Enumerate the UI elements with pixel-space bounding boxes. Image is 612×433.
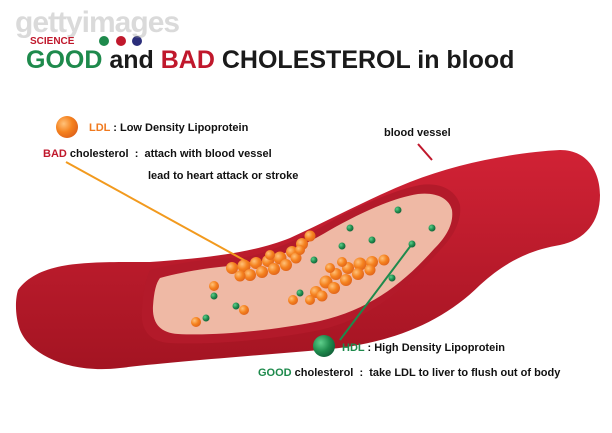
good-cholesterol-label: cholesterol: [291, 367, 354, 379]
bad-word: BAD: [43, 148, 67, 160]
bad-effect-2: lead to heart attack or stroke: [148, 170, 299, 182]
title-and: and: [102, 46, 161, 74]
ldl-pointer-line: [65, 161, 263, 271]
hdl-separator: :: [364, 342, 375, 354]
bad-cholesterol-label: cholesterol: [66, 148, 129, 160]
good-separator: :: [353, 367, 370, 379]
hdl-full-name: High Density Lipoprotein: [374, 342, 505, 354]
ldl-plaque-upper: [226, 230, 316, 282]
title-rest: CHOLESTEROL in blood: [214, 46, 515, 74]
free-ldl-particles: [191, 281, 298, 327]
ldl-separator: :: [110, 122, 120, 134]
bad-effect-1: attach with blood vessel: [144, 148, 272, 160]
watermark: gettyimages: [15, 6, 180, 39]
hdl-particles: [202, 206, 436, 322]
ldl-full-name: Low Density Lipoprotein: [119, 122, 249, 134]
title-bad: BAD: [160, 46, 215, 74]
hdl-particle-icon: [313, 335, 335, 357]
blood-vessel-label: blood vessel: [384, 127, 451, 139]
vessel-pointer-line: [417, 143, 433, 161]
good-word: GOOD: [258, 367, 292, 379]
good-effect: take LDL to liver to flush out of body: [369, 367, 561, 379]
hdl-label: HDL : High Density Lipoprotein: [342, 342, 505, 354]
ldl-plaque-lower: [305, 254, 390, 305]
hdl-abbr: HDL: [342, 342, 365, 354]
vessel-interior: [152, 193, 453, 335]
ldl-particle-icon: [56, 116, 78, 138]
good-cholesterol-line: GOOD cholesterol : take LDL to liver to …: [258, 367, 560, 379]
brand-dots-icon: [99, 36, 142, 46]
title-good: GOOD: [26, 46, 103, 74]
ldl-label: LDL : Low Density Lipoprotein: [89, 122, 248, 134]
bad-cholesterol-line: BAD cholesterol : attach with blood vess…: [43, 148, 272, 160]
bad-separator: :: [128, 148, 145, 160]
page-title: GOOD and BAD CHOLESTEROL in blood: [26, 46, 514, 75]
hdl-pointer-line: [339, 243, 413, 341]
brand-label: SCIENCE: [30, 36, 75, 47]
ldl-abbr: LDL: [89, 122, 111, 134]
